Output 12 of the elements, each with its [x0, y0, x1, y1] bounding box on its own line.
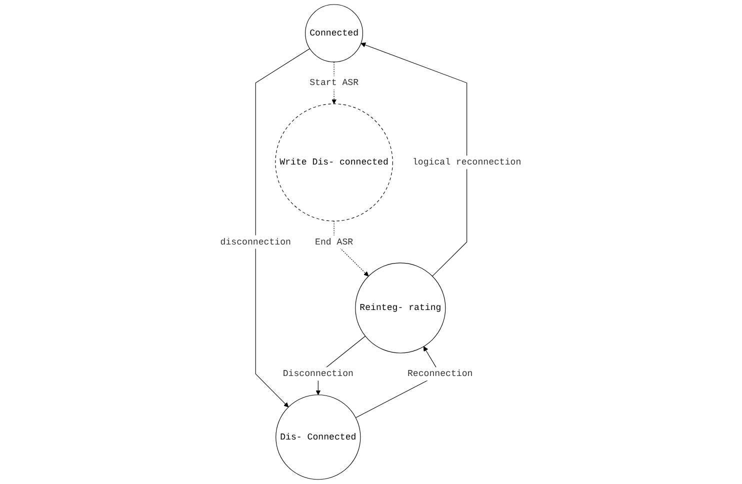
edge-label: logical reconnection: [412, 157, 522, 168]
edge-label: Reconnection: [408, 368, 473, 380]
edge-label: disconnection: [220, 236, 292, 248]
node-circle: Connected: [305, 4, 364, 62]
node-circle: Write Dis- connected: [275, 104, 394, 222]
edge-label: End ASR: [315, 236, 354, 248]
edge-label: Disconnection: [283, 368, 354, 380]
node-circle: Dis- Connected: [276, 394, 361, 480]
node-circle: Reinteg- rating: [355, 262, 446, 354]
edge-label: Start ASR: [310, 78, 359, 88]
arrow: [360, 42, 468, 277]
arrow: [256, 48, 310, 408]
